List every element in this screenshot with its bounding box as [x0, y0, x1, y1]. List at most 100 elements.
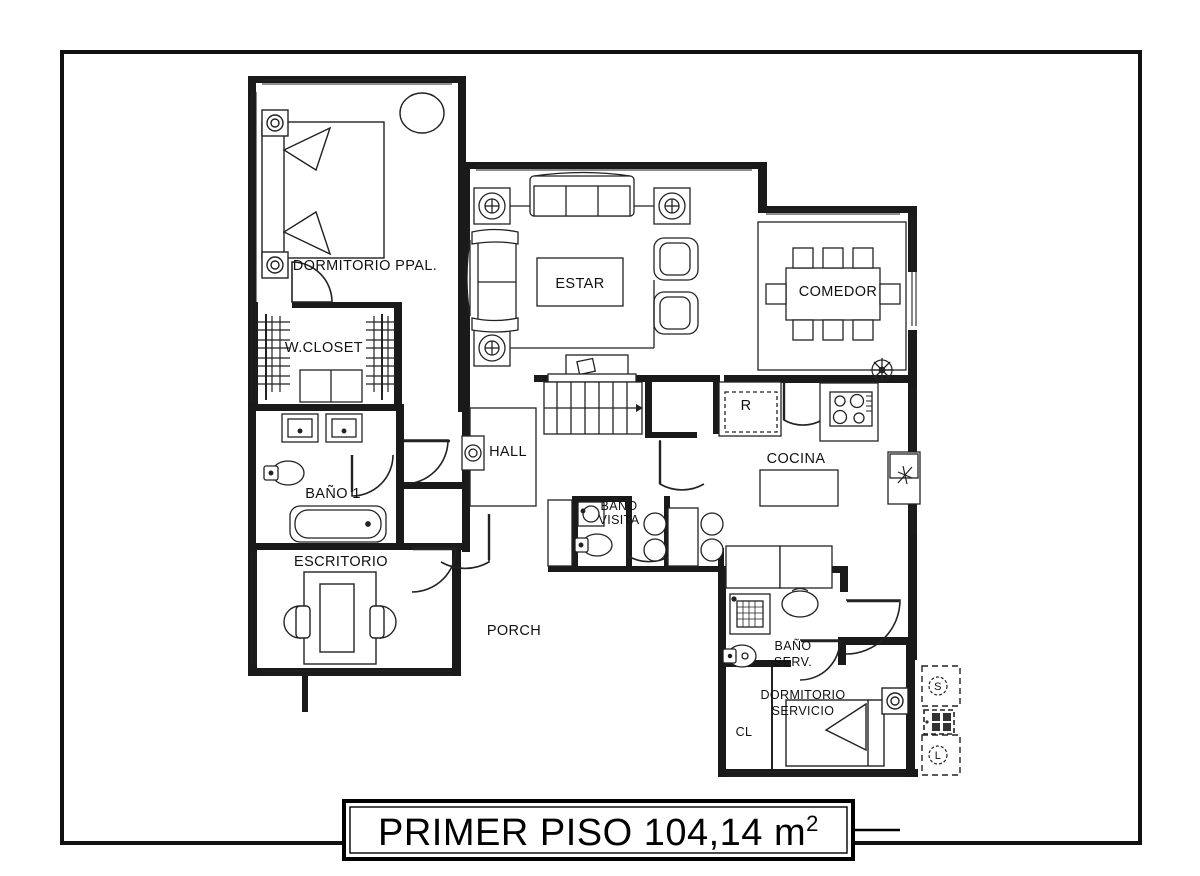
wall-closet-bottom — [252, 404, 404, 411]
label-dormitorio-servicio-line1: DORMITORIO — [760, 688, 845, 702]
label-bano-visita-line2: VISITA — [598, 513, 639, 527]
label-hall: HALL — [489, 444, 527, 460]
label-closet-servicio: CL — [736, 725, 753, 739]
cooktop-controls — [866, 395, 872, 412]
burner-3 — [832, 409, 848, 425]
furniture-w-closet — [258, 314, 398, 403]
serv-sink-faucet — [791, 587, 809, 592]
wall-bath-right-lower — [396, 489, 404, 545]
wall-kitchen-top-right — [820, 375, 916, 383]
furniture-dormitorio-ppal — [261, 92, 445, 279]
loveseat-back — [466, 239, 471, 317]
dining-chair-w — [765, 283, 787, 305]
bar-counter — [667, 507, 699, 567]
kitchen-island — [759, 469, 839, 507]
stool-2 — [643, 538, 667, 562]
bed-master-fold-top — [282, 126, 332, 172]
label-dormitorio-ppal: DORMITORIO PPAL. — [293, 258, 437, 274]
appliance-tags — [921, 665, 961, 776]
door-closet — [291, 261, 333, 303]
wall-stair-foot — [645, 432, 697, 438]
stair-arrow-icon — [636, 404, 643, 412]
title-main: PRIMER PISO 104,14 m — [378, 812, 806, 854]
wall-closet-top — [292, 302, 402, 308]
label-escritorio: ESCRITORIO — [294, 554, 388, 570]
panel-dot — [925, 720, 929, 724]
bvisita-basin — [582, 505, 600, 523]
bed-master-fold-bottom — [282, 210, 332, 256]
wall-ext-right-service — [906, 637, 915, 771]
armchair-a-seat — [659, 242, 691, 276]
appliance-tag-labels: S L — [934, 681, 942, 762]
label-bano-visita-line1: BAÑO — [600, 499, 637, 513]
washer-drum — [736, 600, 764, 628]
wall-bvisita-left — [572, 496, 578, 570]
label-refrigerador: R — [741, 398, 752, 414]
vanity-drain-left — [297, 428, 303, 434]
door-hall-kitchen-arc — [659, 440, 705, 491]
door-cocina-arc — [783, 382, 823, 426]
title-block-inner — [349, 806, 848, 854]
vanity-basin-left-bowl — [287, 418, 313, 438]
loveseat-arm-top — [471, 228, 519, 245]
dining-chair-s1 — [792, 319, 814, 341]
label-bano-1: BAÑO 1 — [305, 485, 361, 502]
serv-sink-bowl — [781, 590, 819, 618]
label-porch: PORCH — [487, 623, 541, 639]
sofa-main-topline — [533, 171, 631, 177]
chair-left-seat — [295, 605, 311, 639]
door-bano-serv-arc — [799, 639, 841, 681]
wall-ext-bottom-study — [248, 668, 460, 676]
wall-service-mid — [723, 660, 791, 667]
title-block: PRIMER PISO 104,14 m2 — [342, 799, 900, 861]
refrigerator-outline — [724, 391, 778, 433]
tv-screen — [576, 357, 597, 376]
burner-1 — [834, 395, 846, 407]
title-block-text: PRIMER PISO 104,14 m2 — [378, 811, 819, 854]
wall-estar-topright — [758, 162, 767, 210]
wall-ext-left-bath — [248, 404, 256, 550]
wall-bvisita-bottom — [548, 566, 670, 572]
loveseat-seat — [477, 237, 517, 325]
wall-service-right-lower — [838, 637, 846, 665]
bvisita-counter — [547, 499, 573, 567]
lamp-left-inner — [270, 118, 280, 128]
furniture-dormitorio-servicio — [771, 667, 909, 769]
hall-lamp-inner — [468, 448, 478, 458]
desk-surface — [319, 583, 355, 653]
wall-stair-side — [645, 378, 652, 438]
serv-toilet-seat-dot — [741, 652, 749, 660]
stool-3 — [700, 512, 724, 536]
dining-chair-n1 — [792, 247, 814, 269]
stool-4 — [700, 538, 724, 562]
armchair-bedroom — [399, 92, 445, 134]
wall-ext-bottom-service — [718, 769, 918, 777]
serv-toilet-dot — [727, 653, 733, 659]
doors — [291, 261, 901, 681]
furniture-cocina — [718, 381, 921, 507]
bed-servicio-fold — [824, 702, 867, 752]
label-bano-serv-line1: BAÑO — [774, 639, 811, 653]
chair-right-seat — [369, 605, 385, 639]
label-lavadora: L — [935, 750, 942, 762]
windows — [251, 79, 917, 777]
bathtub-drain — [365, 521, 371, 527]
door-bano-visita-arc — [627, 514, 671, 563]
label-dormitorio-servicio-line2: SERVICIO — [772, 704, 835, 718]
panel-sq-4 — [943, 723, 951, 731]
lamp-servicio-inner — [890, 696, 900, 706]
wall-mid-stub — [718, 548, 724, 572]
closet-hangers-left — [258, 316, 290, 392]
dining-chair-s3 — [852, 319, 874, 341]
toilet-bano1-dot — [268, 470, 274, 476]
coffee-table-estar — [536, 257, 624, 307]
wall-bath-right-stub — [396, 482, 466, 489]
sink-faucet-icon — [897, 465, 913, 485]
plant-icon — [870, 358, 894, 382]
wall-mid-right — [664, 496, 670, 570]
panel-sq-1 — [932, 713, 940, 721]
washer-circle — [928, 745, 948, 765]
